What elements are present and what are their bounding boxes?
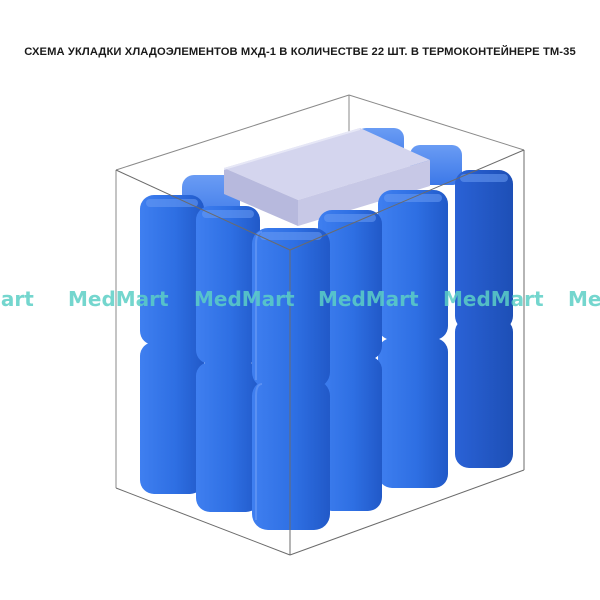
ice-pack (455, 318, 513, 468)
ice-pack (140, 342, 204, 494)
ice-pack (378, 338, 448, 488)
ice-pack (252, 380, 330, 530)
diagram-title: СХЕМА УКЛАДКИ ХЛАДОЭЛЕМЕНТОВ МХД-1 В КОЛ… (24, 46, 576, 58)
ice-packs-middle (318, 210, 382, 511)
central-block (224, 128, 430, 226)
ice-pack (140, 195, 204, 345)
ice-packs-right-column (378, 170, 513, 488)
ice-pack (318, 210, 382, 360)
ice-pack (318, 356, 382, 511)
ice-pack (378, 190, 448, 340)
ice-pack (196, 206, 260, 364)
ice-pack (252, 228, 330, 388)
ice-packs-front-column (252, 228, 330, 530)
container-front-edges (115, 149, 525, 556)
ice-packs-left (140, 195, 260, 512)
pack-highlights (146, 174, 508, 240)
ice-pack (455, 170, 513, 330)
ice-pack (196, 362, 260, 512)
